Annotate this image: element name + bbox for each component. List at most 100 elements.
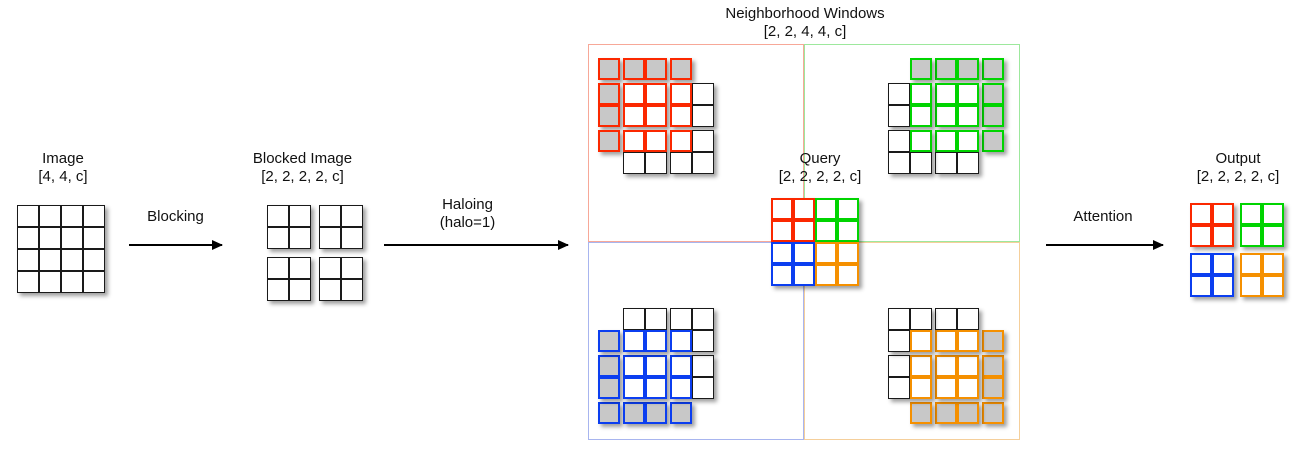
blocking-arrow [129,240,223,250]
nw-orange-diagonal-neighbour [888,308,932,352]
grid-cell [645,58,667,80]
grid-cell [319,227,341,249]
grid-cell [670,105,692,127]
grid-cell [670,58,692,80]
grid-cell [623,402,645,424]
haloing-arrow-label: Haloing (halo=1) [400,196,535,232]
grid-cell [61,249,83,271]
output-label: Output [2, 2, 2, 2, c] [1168,150,1304,186]
grid-cell [645,83,667,105]
grid-cell [957,330,979,352]
grid-cell [598,83,620,105]
grid-cell [61,227,83,249]
grid-cell [1262,225,1284,247]
nw-green-halo-left [982,83,1004,127]
grid-cell [598,355,620,377]
grid-cell [910,83,932,105]
grid-cell [771,264,793,286]
attention-label-line1: Attention [1073,208,1133,225]
grid-cell [957,355,979,377]
grid-cell [888,83,910,105]
query-label-line1: Query [799,150,841,167]
grid-cell [289,227,311,249]
grid-cell [910,152,932,174]
grid-cell [341,227,363,249]
nw-red-halo-left [598,83,620,127]
nw-red-halo-top-right [670,58,692,80]
grid-cell [645,402,667,424]
nw-red-halo-left-lower [598,130,620,152]
grid-cell [670,152,692,174]
query-block-red [771,198,815,242]
grid-cell [1240,225,1262,247]
grid-cell [982,402,1004,424]
image-label-line1: Image [42,150,84,167]
grid-cell [837,264,859,286]
neighborhood-quadrant-green [804,44,1020,242]
attention-arrow [1046,240,1164,250]
nw-red-diagonal-neighbour [670,130,714,174]
image-label-line2: [4, 4, c] [38,168,88,185]
haloing-label-line1: Haloing [442,196,493,213]
grid-cell [598,402,620,424]
grid-cell [888,308,910,330]
grid-cell [935,58,957,80]
grid-cell [935,105,957,127]
image-grid [17,205,105,293]
grid-cell [1262,203,1284,225]
query-block-orange [815,242,859,286]
output-label-line1: Output [1215,150,1261,167]
nw-red-halo-corner [598,58,620,80]
blocked-image-block [319,257,363,301]
grid-cell [39,227,61,249]
grid-cell [957,83,979,105]
grid-cell [645,377,667,399]
nw-blue-halo-left-lower [598,330,620,352]
neighborhood-label-line1: Neighborhood Windows [725,5,885,22]
haloing-label-line2: (halo=1) [439,214,496,231]
nw-orange-own-block [935,355,979,399]
query-label: Query [2, 2, 2, 2, c] [750,150,890,186]
grid-cell [267,205,289,227]
grid-cell [319,205,341,227]
grid-cell [982,130,1004,152]
grid-cell [982,83,1004,105]
grid-cell [793,198,815,220]
grid-cell [888,130,910,152]
grid-cell [670,130,692,152]
grid-cell [957,58,979,80]
grid-cell [341,257,363,279]
grid-cell [1212,275,1234,297]
grid-cell [645,330,667,352]
grid-cell [692,105,714,127]
grid-cell [910,130,932,152]
grid-cell [982,330,1004,352]
grid-cell [935,130,957,152]
grid-cell [935,152,957,174]
grid-cell [645,130,667,152]
grid-cell [1240,203,1262,225]
nw-green-halo-corner [982,58,1004,80]
query-block-blue [771,242,815,286]
attention-arrow-label: Attention [1038,208,1168,226]
grid-cell [645,105,667,127]
grid-cell [957,377,979,399]
grid-cell [692,377,714,399]
blocking-arrow-label: Blocking [113,208,238,226]
blocked-image-label-line2: [2, 2, 2, 2, c] [261,168,344,185]
grid-cell [17,205,39,227]
neighborhood-windows-label: Neighborhood Windows [2, 2, 4, 4, c] [655,5,955,41]
nw-green-own-block [935,83,979,127]
grid-cell [837,220,859,242]
grid-cell [771,220,793,242]
grid-cell [888,377,910,399]
grid-cell [623,130,645,152]
grid-cell [837,242,859,264]
nw-orange-bottom-neighbour [935,308,979,352]
nw-orange-halo-left [982,355,1004,399]
grid-cell [910,330,932,352]
grid-cell [815,264,837,286]
grid-cell [888,355,910,377]
grid-cell [17,249,39,271]
